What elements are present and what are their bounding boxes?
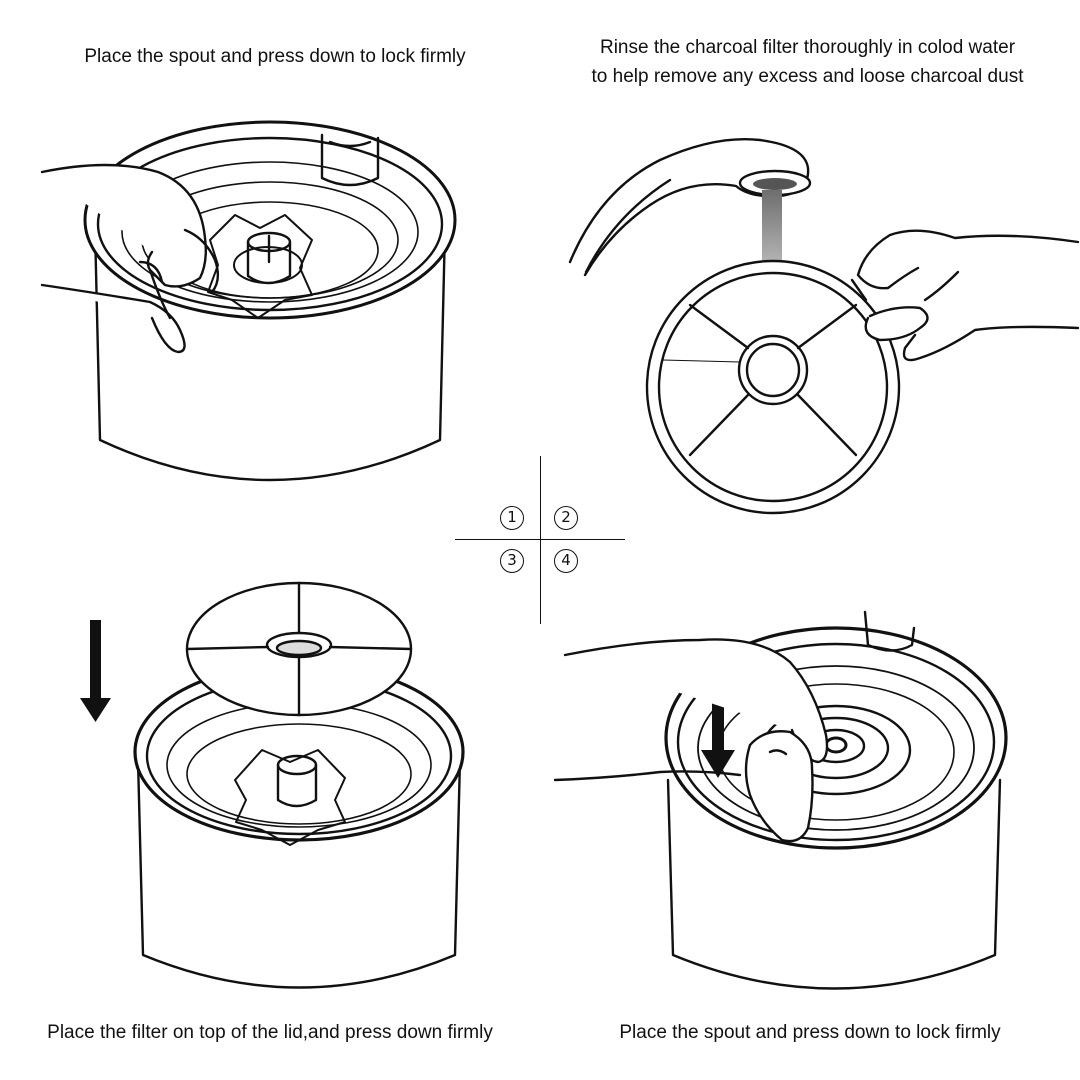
step-2-illustration [570,139,1078,513]
hand-icon [852,231,1078,360]
step-3-marker: 3 [500,549,524,573]
step-2-marker: 2 [554,506,578,530]
step-4-marker: 4 [554,549,578,573]
charcoal-filter-disc-icon [647,261,899,513]
step-1-marker: 1 [500,506,524,530]
step-key-horizontal-divider [455,539,625,540]
down-arrow-icon [80,620,111,722]
step-3-illustration [80,583,463,988]
step-1-illustration [42,122,455,480]
step-4-illustration [555,612,1006,989]
charcoal-filter-disc-icon [187,583,411,715]
